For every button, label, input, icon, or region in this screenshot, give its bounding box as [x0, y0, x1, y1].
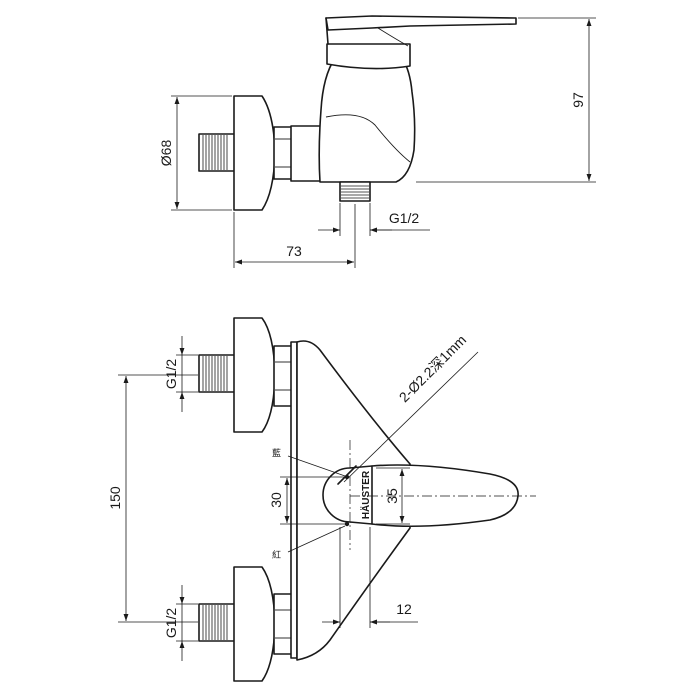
dim-inlet-spacing: 150 [107, 374, 198, 623]
side-outlet-thread [339, 181, 371, 202]
dim-inlet-top-thread: G1/2 [163, 336, 198, 412]
front-inlet-top [198, 317, 293, 433]
dim-hole-spacing: 30 [268, 476, 345, 525]
dim-depth-offset-label: 73 [286, 243, 302, 259]
dim-total-height-label: 97 [570, 92, 586, 108]
front-inlet-bottom [198, 566, 293, 682]
dim-outlet-thread: G1/2 [318, 203, 430, 236]
front-body-pipe [290, 341, 298, 659]
hole-red [344, 521, 350, 527]
side-body [318, 57, 416, 183]
side-nut [273, 126, 293, 180]
dim-hole-offset-label: 12 [396, 601, 412, 617]
label-red-group: 紅 [272, 525, 346, 561]
dim-inlet-spacing-label: 150 [107, 486, 123, 510]
dim-depth-offset: 73 [233, 204, 356, 268]
dim-inlet-bottom-thread: G1/2 [163, 585, 198, 661]
side-flange [233, 95, 276, 211]
dim-cartridge-height-label: 35 [384, 488, 400, 504]
dim-hole-spacing-label: 30 [268, 492, 284, 508]
brand-label: HÄUSTER [359, 470, 372, 519]
dim-inlet-top-thread-label: G1/2 [163, 359, 179, 390]
dim-outlet-thread-label: G1/2 [389, 210, 420, 226]
side-handle-base [326, 43, 411, 70]
dim-hole-offset: 12 [322, 527, 418, 628]
side-inlet-thread [198, 133, 236, 172]
label-blue: 藍 [272, 447, 281, 459]
dim-flange-diameter: Ø68 [158, 95, 232, 211]
dim-inlet-bottom-thread-label: G1/2 [163, 608, 179, 639]
dim-total-height: 97 [416, 17, 596, 183]
front-view: HÄUSTER 2-Ø2.2深1mm 藍 紅 30 [107, 317, 536, 682]
side-view: Ø68 97 73 G1/2 [158, 15, 596, 268]
side-lever [325, 15, 517, 31]
dim-cartridge-height: 35 [376, 467, 410, 525]
dim-flange-diameter-label: Ø68 [158, 140, 174, 167]
label-red: 紅 [272, 550, 281, 561]
hole-note-label: 2-Ø2.2深1mm [396, 332, 469, 405]
label-blue-group: 藍 [272, 447, 346, 477]
